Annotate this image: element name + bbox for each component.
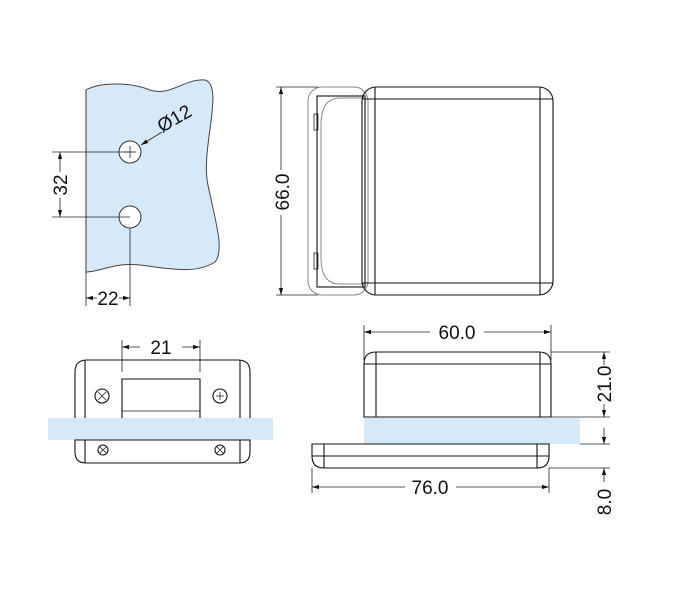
- glass-section: [364, 418, 580, 444]
- body-height-label: 21.0: [595, 366, 616, 403]
- window-width-label: 21: [150, 338, 171, 359]
- height-label: 66.0: [273, 174, 294, 211]
- edge-distance-label: 22: [97, 289, 118, 310]
- base-width-label: 76.0: [412, 478, 449, 499]
- base-height-label: 8.0: [595, 489, 616, 515]
- body-width-label: 60.0: [439, 323, 476, 344]
- side-view: 66.0: [273, 86, 554, 296]
- glass-section: [48, 418, 273, 440]
- screw-icon: [212, 388, 228, 404]
- screw-icon: [97, 444, 109, 456]
- glass-panel: [85, 79, 220, 273]
- screw-icon: [94, 388, 110, 404]
- end-view: 60.0 76.0 21.0 8.0: [311, 323, 616, 515]
- hole-spacing-label: 32: [51, 174, 72, 195]
- screw-icon: [214, 444, 226, 456]
- front-view: 21: [48, 338, 273, 464]
- glass-plan-view: 32 Ø12 22: [51, 79, 220, 310]
